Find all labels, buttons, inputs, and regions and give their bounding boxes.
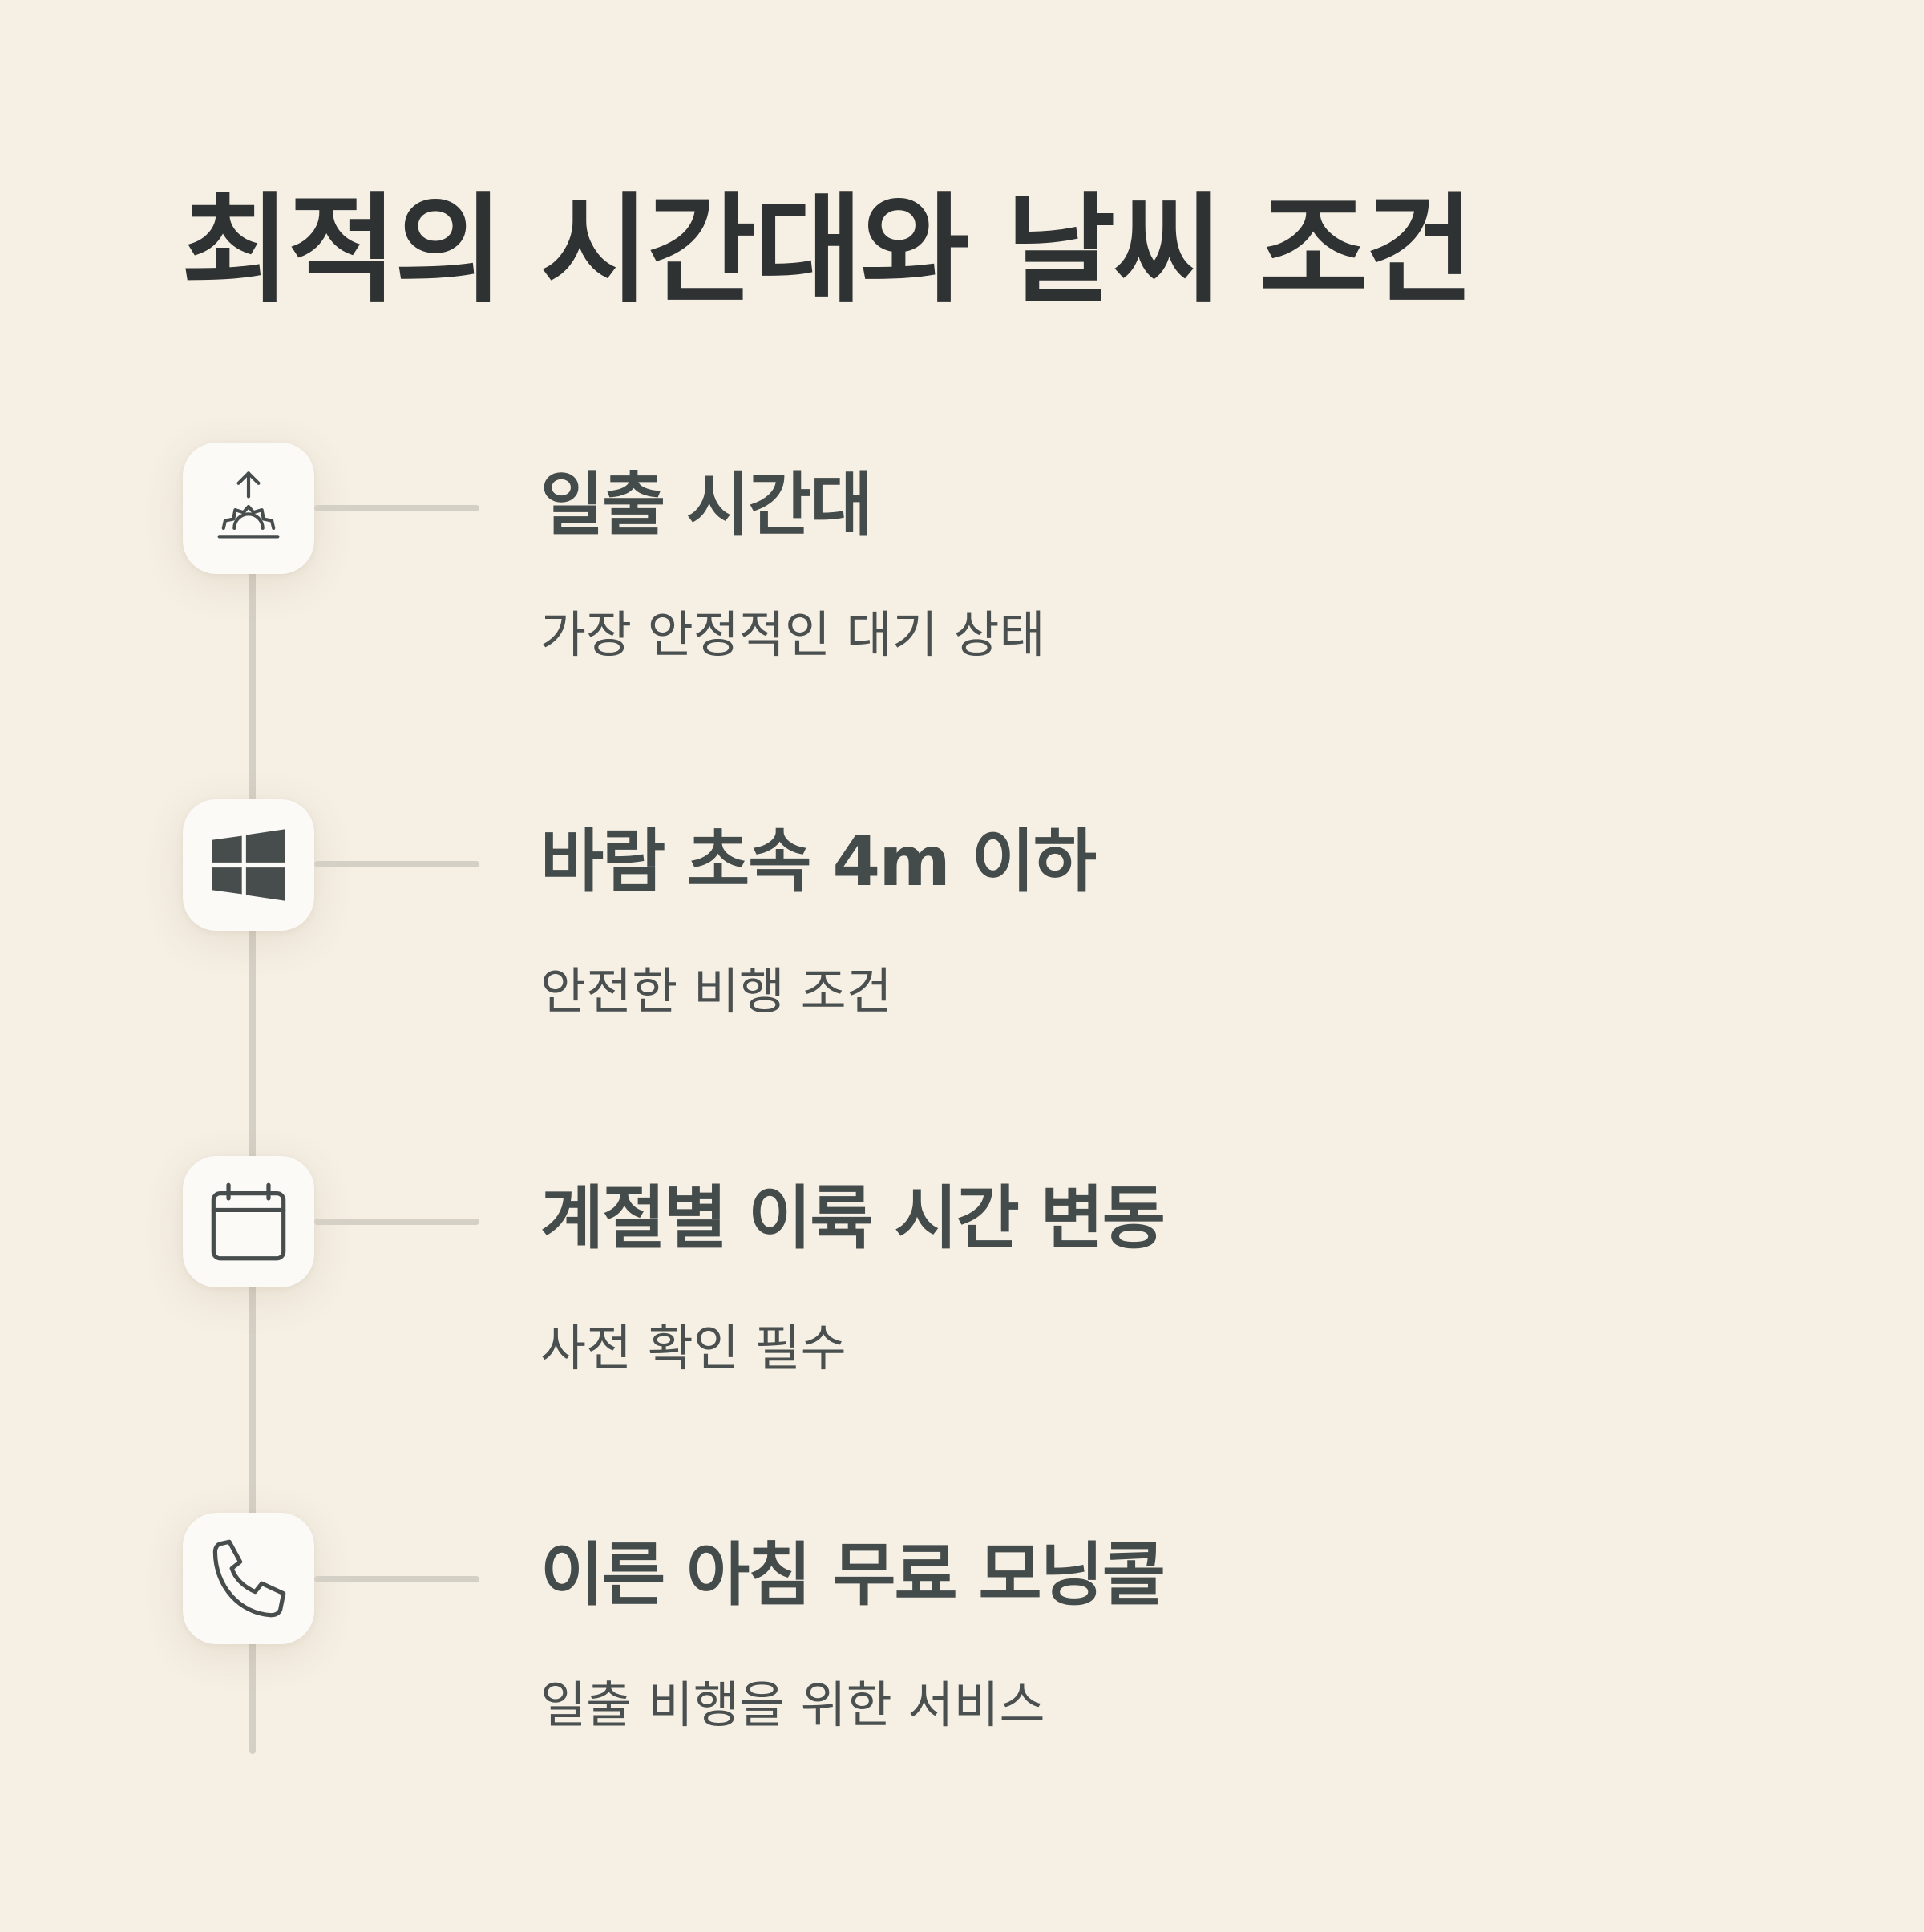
connector-line [314,505,479,511]
item-title: 계절별 이륙 시간 변동 [540,1178,1166,1259]
connector-line [314,861,479,867]
item-title: 이른 아침 무료 모닝콜 [540,1535,1166,1615]
calendar-icon-box [183,1156,314,1287]
page-title: 최적의 시간대와 날씨 조건 [181,181,1474,319]
calendar-icon [211,1182,286,1261]
connector-line [314,1576,479,1582]
item-description: 일출 비행을 위한 서비스 [540,1675,1045,1734]
phone-icon [212,1539,286,1618]
sunrise-icon [217,471,280,539]
item-description: 가장 안정적인 대기 상태 [540,605,1045,664]
connector-line [314,1219,479,1225]
timeline-line [249,513,256,1754]
windows-icon-box [183,799,314,931]
sunrise-icon-box [183,443,314,574]
item-title: 일출 시간대 [540,465,874,545]
item-title: 바람 초속 4m 이하 [540,822,1097,902]
windows-icon [212,829,285,901]
phone-icon-box [183,1513,314,1644]
item-description: 안전한 비행 조건 [540,962,892,1021]
item-description: 사전 확인 필수 [540,1319,847,1377]
